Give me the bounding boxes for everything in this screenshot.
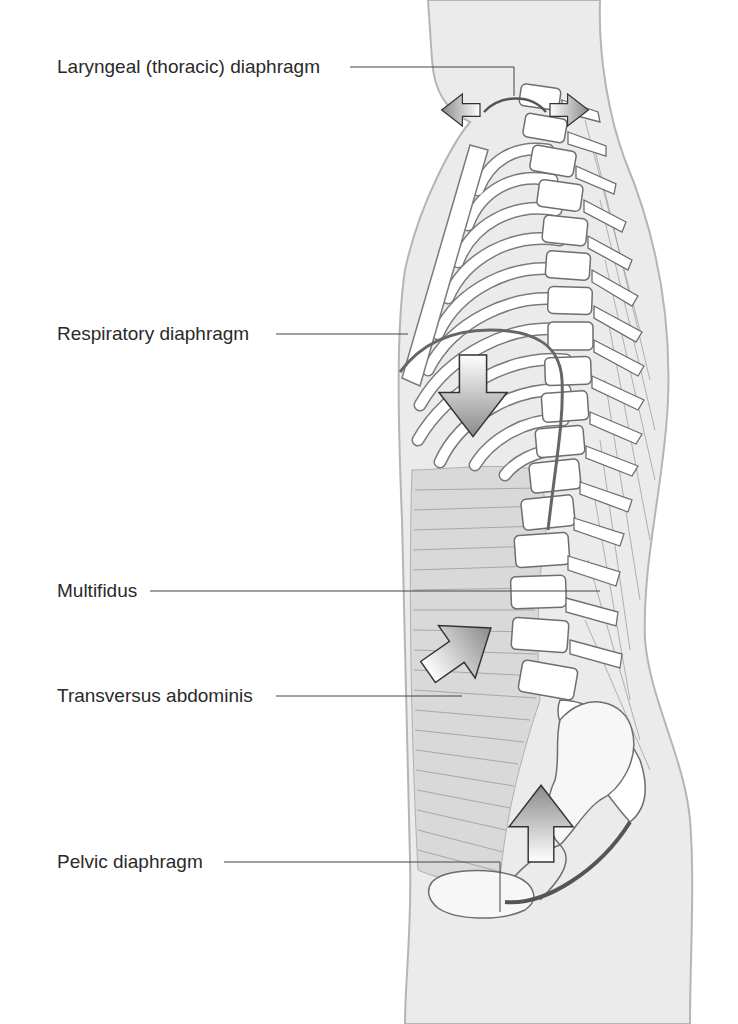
arrow-left [442, 94, 480, 126]
sternum [402, 145, 488, 386]
pubic-bone [429, 871, 534, 918]
arrow-right [550, 94, 588, 126]
spinous-processes [562, 100, 644, 668]
part-label: Laryngeal (thoracic) diaphragm [57, 56, 320, 78]
pelvic-diaphragm-line [505, 822, 630, 902]
part-label: Pelvic diaphragm [57, 851, 203, 873]
body-outline [399, 0, 693, 1024]
part-label: Multifidus [57, 580, 137, 602]
part-label: Transversus abdominis [57, 685, 253, 707]
arrow-down [439, 355, 507, 437]
multifidus-fibres [585, 120, 655, 770]
arrow-inward [410, 602, 510, 698]
leader-lines [150, 67, 600, 912]
laryngeal-diaphragm-line [484, 98, 546, 112]
respiratory-diaphragm-line [400, 330, 562, 530]
part-label: Respiratory diaphragm [57, 323, 249, 345]
arrow-up [509, 785, 573, 862]
